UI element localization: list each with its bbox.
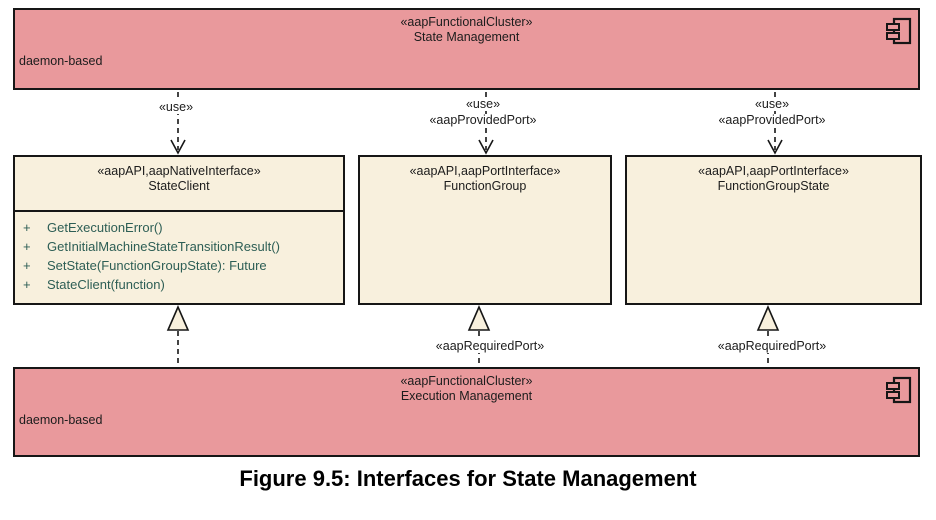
component-icon — [886, 376, 912, 404]
operation-label: GetInitialMachineStateTransitionResult() — [47, 239, 280, 254]
interface-box-stateclient: «aapAPI,aapNativeInterface» StateClient … — [13, 155, 345, 305]
execution-management-cluster: «aapFunctionalCluster» Execution Managem… — [13, 367, 920, 457]
figure-caption: Figure 9.5: Interfaces for State Managem… — [239, 466, 697, 491]
cluster-note: daemon-based — [19, 54, 103, 68]
operation-visibility: + — [23, 277, 31, 292]
operation-visibility: + — [23, 220, 31, 235]
operation-visibility: + — [23, 239, 31, 254]
operation-row: + GetInitialMachineStateTransitionResult… — [23, 237, 337, 256]
component-icon — [886, 17, 912, 45]
interface-stereotype: «aapAPI,aapPortInterface» — [698, 164, 849, 178]
interface-name: FunctionGroupState — [717, 179, 830, 193]
cluster-note: daemon-based — [19, 413, 103, 427]
operation-row: + GetExecutionError() — [23, 218, 337, 237]
required-port-label: «aapRequiredPort» — [715, 339, 829, 353]
required-port-label: «aapRequiredPort» — [433, 339, 547, 353]
interface-name: StateClient — [148, 179, 210, 193]
cluster-name: State Management — [413, 30, 520, 44]
operation-visibility: + — [23, 258, 31, 273]
interface-name: FunctionGroup — [443, 179, 527, 193]
use-label: «use» — [752, 97, 792, 111]
operation-row: + StateClient(function) — [23, 275, 337, 294]
interface-stereotype: «aapAPI,aapNativeInterface» — [97, 164, 261, 178]
realization-arrow-right — [756, 304, 780, 366]
cluster-stereotype: «aapFunctionalCluster» — [400, 15, 533, 29]
state-management-cluster: «aapFunctionalCluster» State Management … — [13, 8, 920, 90]
interface-stereotype: «aapAPI,aapPortInterface» — [409, 164, 561, 178]
realization-arrow-left — [166, 304, 190, 366]
operation-row: + SetState(FunctionGroupState): Future — [23, 256, 337, 275]
operation-label: StateClient(function) — [47, 277, 165, 292]
operation-label: SetState(FunctionGroupState): Future — [47, 258, 267, 273]
realization-arrow-middle — [467, 304, 491, 366]
use-label: «use» — [156, 100, 196, 114]
interface-box-functiongroup: «aapAPI,aapPortInterface» FunctionGroup — [358, 155, 612, 305]
provided-port-label: «aapProvidedPort» — [427, 113, 539, 127]
cluster-stereotype: «aapFunctionalCluster» — [400, 374, 533, 388]
provided-port-label: «aapProvidedPort» — [716, 113, 828, 127]
use-label: «use» — [463, 97, 503, 111]
interface-box-functiongroupstate: «aapAPI,aapPortInterface» FunctionGroupS… — [625, 155, 922, 305]
operations-compartment: + GetExecutionError() + GetInitialMachin… — [15, 212, 343, 294]
operation-label: GetExecutionError() — [47, 220, 163, 235]
cluster-name: Execution Management — [400, 389, 533, 403]
